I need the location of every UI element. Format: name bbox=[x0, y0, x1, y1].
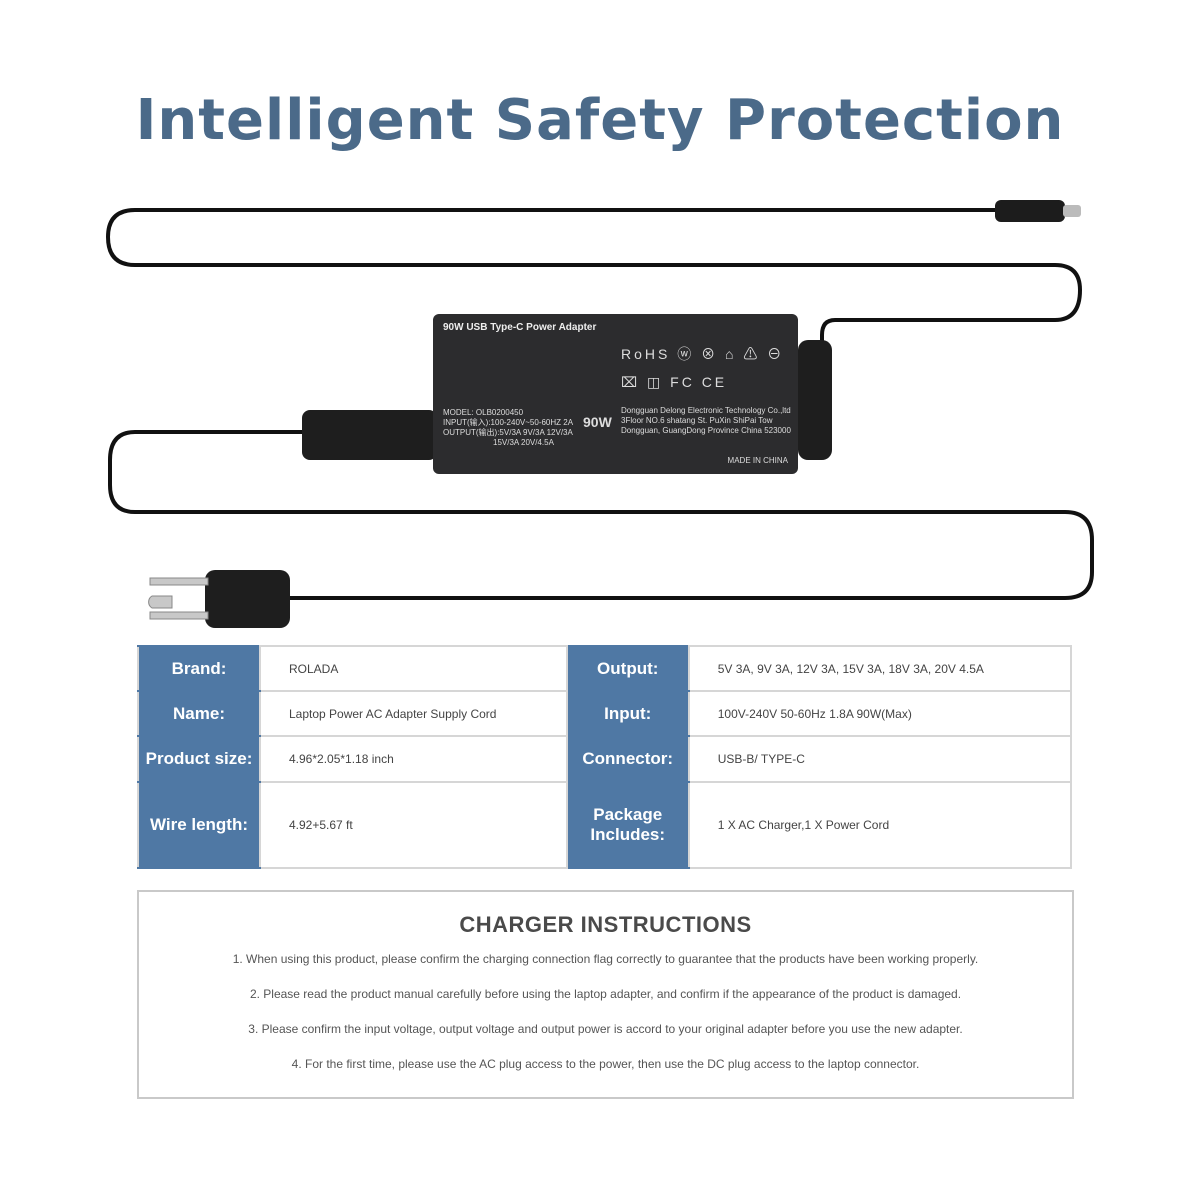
spec-value: 100V-240V 50-60Hz 1.8A 90W(Max) bbox=[687, 690, 1073, 738]
adapter-specs: MODEL: OLB0200450 INPUT(输入):100-240V~50-… bbox=[443, 408, 579, 448]
charger-instructions: CHARGER INSTRUCTIONS 1. When using this … bbox=[137, 890, 1074, 1099]
spec-value: 4.92+5.67 ft bbox=[259, 780, 568, 870]
instruction-item: 3. Please confirm the input voltage, out… bbox=[248, 1022, 963, 1036]
adapter-output: OUTPUT(输出):5V/3A 9V/3A 12V/3A bbox=[443, 428, 573, 437]
ac-cable bbox=[108, 430, 1094, 600]
usb-c-connector bbox=[995, 200, 1065, 222]
spec-label: Output: bbox=[565, 644, 690, 693]
usb-c-tip bbox=[1063, 205, 1081, 217]
spec-row: Name:Laptop Power AC Adapter Supply Cord… bbox=[137, 690, 1073, 738]
plug-prong bbox=[149, 611, 209, 620]
ground-pin bbox=[148, 595, 173, 609]
ac-plug bbox=[205, 570, 290, 628]
instructions-heading: CHARGER INSTRUCTIONS bbox=[459, 912, 752, 937]
strain-relief bbox=[798, 340, 832, 460]
adapter-heading: 90W USB Type-C Power Adapter bbox=[443, 322, 597, 333]
spec-label: Package Includes: bbox=[565, 780, 690, 870]
spec-value: Laptop Power AC Adapter Supply Cord bbox=[259, 690, 568, 738]
spec-value: 4.96*2.05*1.18 inch bbox=[259, 735, 568, 783]
adapter-model: MODEL: OLB0200450 bbox=[443, 408, 524, 417]
spec-value: ROLADA bbox=[259, 644, 568, 693]
plug-prong bbox=[149, 577, 209, 586]
spec-label: Input: bbox=[565, 690, 690, 738]
spec-value: 1 X AC Charger,1 X Power Cord bbox=[687, 780, 1073, 870]
page-title: Intelligent Safety Protection bbox=[135, 88, 1065, 153]
spec-label: Name: bbox=[137, 690, 261, 738]
power-adapter-brick: 90W USB Type-C Power Adapter RoHS ⓦ ⊗ ⌂ … bbox=[433, 314, 798, 474]
instruction-item: 2. Please read the product manual carefu… bbox=[249, 987, 962, 1001]
adapter-input: INPUT(输入):100-240V~50-60HZ 2A bbox=[443, 418, 574, 427]
instruction-item: 4. For the first time, please use the AC… bbox=[291, 1057, 920, 1071]
c5-plug bbox=[302, 410, 437, 460]
spec-label: Wire length: bbox=[137, 780, 261, 870]
adapter-wattage: 90W bbox=[583, 414, 612, 430]
spec-label: Product size: bbox=[137, 735, 261, 783]
spec-value: USB-B/ TYPE-C bbox=[687, 735, 1073, 783]
certification-icons: RoHS ⓦ ⊗ ⌂ ⚠ ⊖ ⌧ ◫ FC CE bbox=[621, 346, 785, 390]
dc-cable bbox=[105, 208, 1083, 345]
adapter-manufacturer: Dongguan Delong Electronic Technology Co… bbox=[621, 406, 791, 435]
spec-label: Connector: bbox=[565, 735, 690, 783]
spec-value: 5V 3A, 9V 3A, 12V 3A, 15V 3A, 18V 3A, 20… bbox=[687, 644, 1073, 693]
adapter-output-2: 15V/3A 20V/4.5A bbox=[493, 438, 554, 447]
spec-label: Brand: bbox=[137, 644, 261, 693]
power-cable-illustration bbox=[105, 200, 1094, 628]
made-in: MADE IN CHINA bbox=[727, 456, 788, 465]
instruction-item: 1. When using this product, please confi… bbox=[232, 952, 979, 966]
